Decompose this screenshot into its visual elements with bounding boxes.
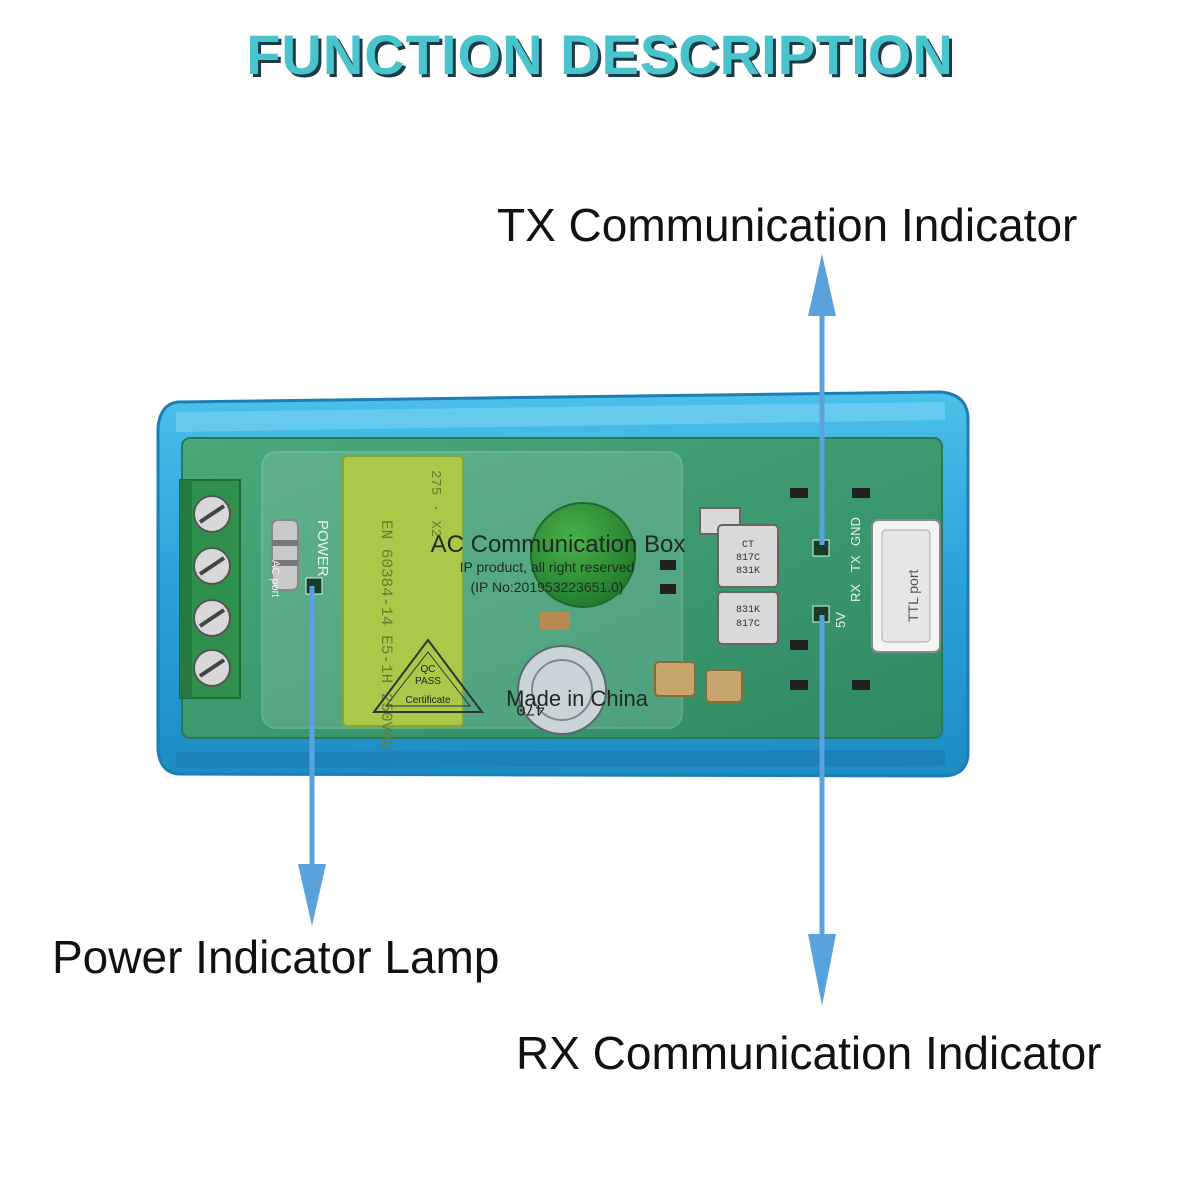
module-origin-text: Made in China bbox=[506, 686, 649, 711]
page-heading: FUNCTION DESCRIPTION bbox=[246, 23, 954, 86]
opto-top-line3: 831K bbox=[736, 566, 760, 577]
qc-line2: PASS bbox=[415, 676, 441, 687]
svg-text:EN 60384-14 E5-1H 250VAC: EN 60384-14 E5-1H 250VAC bbox=[377, 520, 395, 750]
qc-pass-badge: QC PASS Certificate bbox=[372, 638, 484, 713]
pin-labels: 5V RX TX GND bbox=[833, 517, 863, 628]
svg-text:275 · X2: 275 · X2 bbox=[427, 470, 443, 537]
pin-label-5v: 5V bbox=[833, 612, 848, 628]
module-ip-number: (IP No:201953223651.0) bbox=[470, 579, 623, 595]
cap-value: 470 bbox=[516, 700, 545, 718]
opto-bottom-line2: 817C bbox=[736, 619, 760, 630]
module-main-label: AC Communication Box bbox=[431, 531, 686, 558]
tx-indicator-label: TX Communication Indicator bbox=[497, 199, 1078, 251]
rx-arrow bbox=[808, 615, 836, 1006]
power-silk-label: POWER bbox=[314, 520, 331, 577]
ttl-port-label: TTL port bbox=[905, 570, 921, 622]
smd-components bbox=[540, 488, 870, 703]
pin-label-tx: TX bbox=[848, 555, 863, 572]
qc-line3: Certificate bbox=[405, 695, 450, 706]
tx-arrow bbox=[808, 254, 836, 545]
arrow-down-icon bbox=[808, 934, 836, 1006]
electrolytic-capacitor: 470 bbox=[516, 645, 607, 735]
varistor bbox=[530, 502, 636, 608]
power-arrow bbox=[298, 586, 326, 926]
optocoupler-bottom: 831K 817C bbox=[717, 591, 779, 645]
power-resistor bbox=[271, 519, 299, 591]
opto-top-line1: CT bbox=[742, 540, 754, 551]
pin-label-rx: RX bbox=[848, 584, 863, 602]
screw-terminal-icon bbox=[193, 495, 231, 687]
ac-port-silk-label: AC port bbox=[269, 560, 281, 597]
ttl-connector: TTL port bbox=[871, 519, 941, 653]
arrow-down-icon bbox=[298, 864, 326, 926]
opto-top-line2: 817C bbox=[736, 553, 760, 564]
rx-indicator-label: RX Communication Indicator bbox=[516, 1027, 1102, 1079]
qc-line1: QC bbox=[421, 664, 436, 675]
opto-bottom-line1: 831K bbox=[736, 605, 760, 616]
power-indicator-label: Power Indicator Lamp bbox=[52, 931, 500, 983]
pin-label-gnd: GND bbox=[848, 517, 863, 546]
arrow-up-icon bbox=[808, 254, 836, 316]
module-rights-text: IP product, all right reserved bbox=[460, 559, 635, 575]
optocoupler-top: CT 817C 831K bbox=[717, 524, 779, 588]
